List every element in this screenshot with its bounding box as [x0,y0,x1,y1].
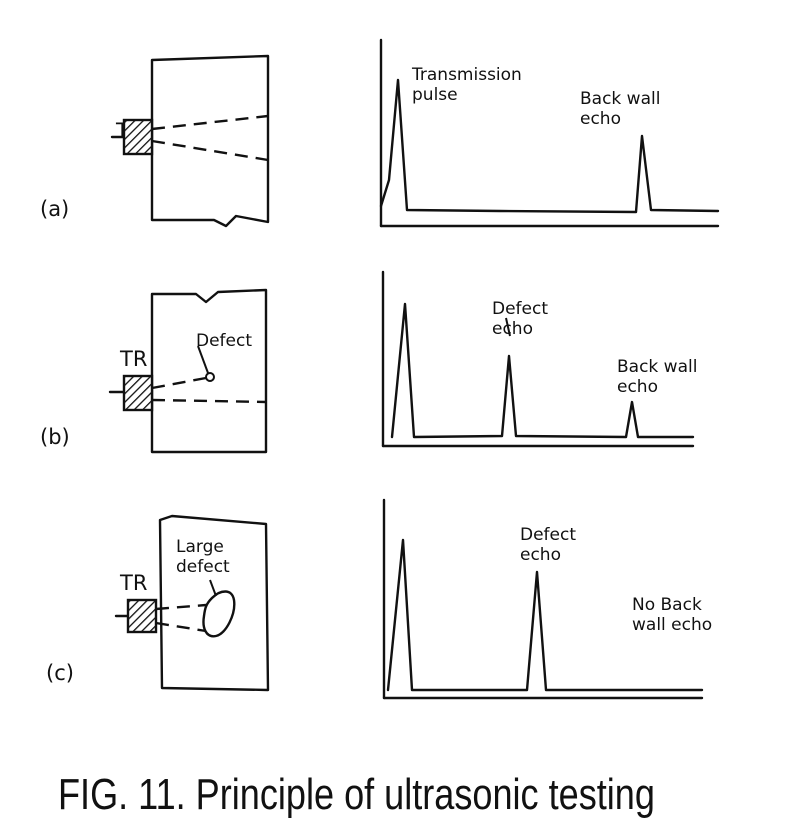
panel-c-probe [126,598,158,634]
panel-c-defect-echo-label-line-2: echo [520,545,561,565]
panel-b-beam-lower [151,398,267,404]
panel-b-backwall-label-line-2: echo [617,377,658,397]
panel-a-specimen [150,54,270,228]
panel-c-beam-upper [155,603,207,611]
panel-b-defect-leader [197,345,209,374]
panel-c-beam-lower [155,621,207,633]
panel-b-defect-marker [205,372,215,382]
panel-c-defect-leader [209,579,217,597]
panel-b-beam-upper [151,376,207,390]
panel-a-trace [379,78,720,214]
panel-b-defect-echo-label-line-2: echo [492,319,533,339]
panel-c-trace [386,538,704,692]
panel-c-label: (c) [46,661,74,685]
panel-a-transmission-label-line-2: pulse [412,85,458,105]
panel-a-label: (a) [40,197,69,221]
panel-a-probe [122,118,154,156]
panel-b-defect-label: Defect [196,331,252,351]
figure-caption: FIG. 11. Principle of ultrasonic testing [58,770,655,819]
panel-b-probe-label: TR [119,347,147,371]
panel-c-probe-label: TR [119,571,147,595]
panel-b-trace [390,302,695,439]
panel-c-defect-label-line-2: defect [176,557,230,577]
panel-b-label: (b) [40,425,70,449]
panel-b-defect-echo-leader [505,317,511,337]
panel-b-specimen [150,288,268,454]
panel-b-probe [122,374,154,412]
panel-a-beam-upper [151,114,269,131]
panel-a-backwall-label-line-2: echo [580,109,621,129]
panel-c-large-defect [202,590,236,638]
panel-c-no-backwall-label-line-2: wall echo [632,615,712,635]
panel-c-specimen [158,514,270,692]
panel-a-beam-lower [151,139,269,162]
